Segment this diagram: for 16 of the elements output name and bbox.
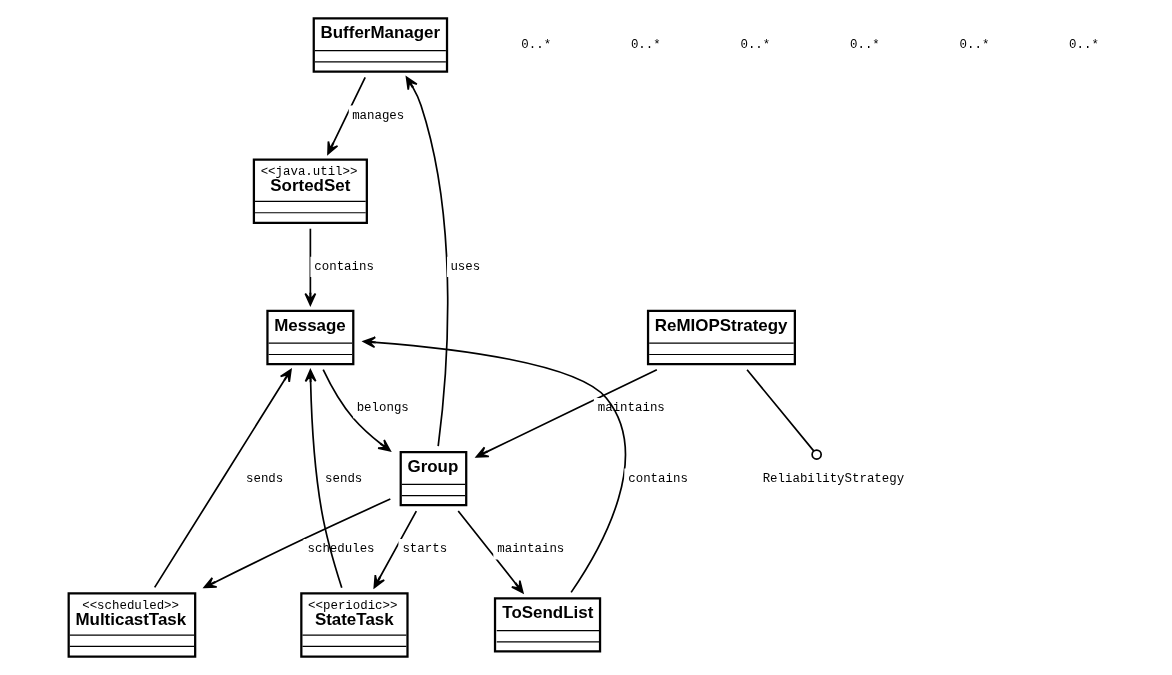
edge-label: contains (313, 260, 374, 275)
edge-label: sends (324, 471, 362, 486)
label: 0..* (520, 38, 551, 53)
label: 0..* (849, 38, 880, 53)
edge-label: maintains (496, 542, 564, 557)
edge-label: contains (627, 471, 688, 486)
label: 0..* (630, 38, 661, 53)
node-text: ReliabilityStrategy (762, 471, 904, 486)
label: 0..* (959, 38, 989, 53)
edge-label: belongs (356, 401, 409, 416)
edge-label: uses (449, 260, 480, 275)
edge-label: sends (245, 471, 283, 486)
edge-label: starts (401, 542, 447, 557)
edge-label: manages (351, 108, 404, 123)
label: 0..* (1068, 38, 1099, 53)
label: 0..* (739, 38, 770, 53)
